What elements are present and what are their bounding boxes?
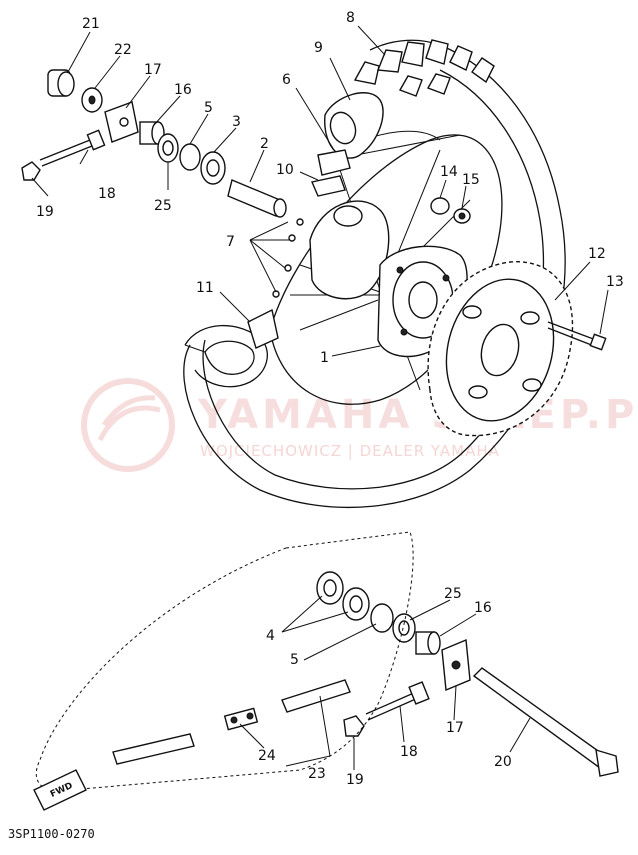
label-18-top: 18 — [98, 186, 116, 202]
leader-lines — [31, 25, 609, 770]
label-25-bottom: 25 — [444, 586, 462, 602]
label-8: 8 — [346, 10, 355, 26]
label-4: 4 — [266, 628, 275, 644]
label-9: 9 — [314, 40, 323, 56]
label-17-bottom: 17 — [446, 720, 464, 736]
label-13: 13 — [606, 274, 624, 290]
label-18-bottom: 18 — [400, 744, 418, 760]
label-2: 2 — [260, 136, 269, 152]
label-5-bottom: 5 — [290, 652, 299, 668]
nut-14 — [430, 197, 450, 215]
label-11: 11 — [196, 280, 214, 296]
label-16-top: 16 — [174, 82, 192, 98]
sprocket-12 — [427, 261, 574, 437]
tire-8 — [183, 39, 566, 509]
drive-chain-23 — [35, 531, 414, 792]
label-19-bottom: 19 — [346, 772, 364, 788]
top-axle-parts — [21, 69, 287, 218]
watermark: YAMAHA SKLEP.PL WOJCIECHOWICZ | DEALER Y… — [81, 378, 638, 472]
bolt-13 — [547, 321, 607, 351]
label-14: 14 — [440, 164, 458, 180]
label-3: 3 — [232, 114, 241, 130]
label-22: 22 — [114, 42, 132, 58]
label-1: 1 — [320, 350, 329, 366]
drawing-code: 3SP1100-0270 — [8, 827, 95, 841]
watermark-brand: YAMAHA SKLEP.PL — [197, 392, 638, 438]
rim-lock-11 — [247, 308, 279, 349]
watermark-logo-icon — [81, 378, 175, 472]
label-7: 7 — [226, 234, 235, 250]
label-21: 21 — [82, 16, 100, 32]
tube-and-rim-band — [311, 92, 384, 197]
callout-labels: 21 22 17 16 5 3 2 25 18 19 6 9 8 10 7 11… — [36, 10, 624, 788]
label-12: 12 — [588, 246, 606, 262]
label-5-top: 5 — [204, 100, 213, 116]
label-24: 24 — [258, 748, 276, 764]
label-20: 20 — [494, 754, 512, 770]
watermark-dealer: WOJCIECHOWICZ | DEALER YAMAHA — [200, 442, 500, 460]
label-6: 6 — [282, 72, 291, 88]
bottom-axle-parts — [316, 571, 619, 777]
label-10: 10 — [276, 162, 294, 178]
fwd-arrow-tag: FWD — [33, 769, 87, 811]
label-16-bottom: 16 — [474, 600, 492, 616]
label-25-top: 25 — [154, 198, 172, 214]
label-23: 23 — [308, 766, 326, 782]
label-17-top: 17 — [144, 62, 162, 78]
watermark-logo-mark-icon — [97, 395, 161, 442]
label-19-top: 19 — [36, 204, 54, 220]
label-15: 15 — [462, 172, 480, 188]
